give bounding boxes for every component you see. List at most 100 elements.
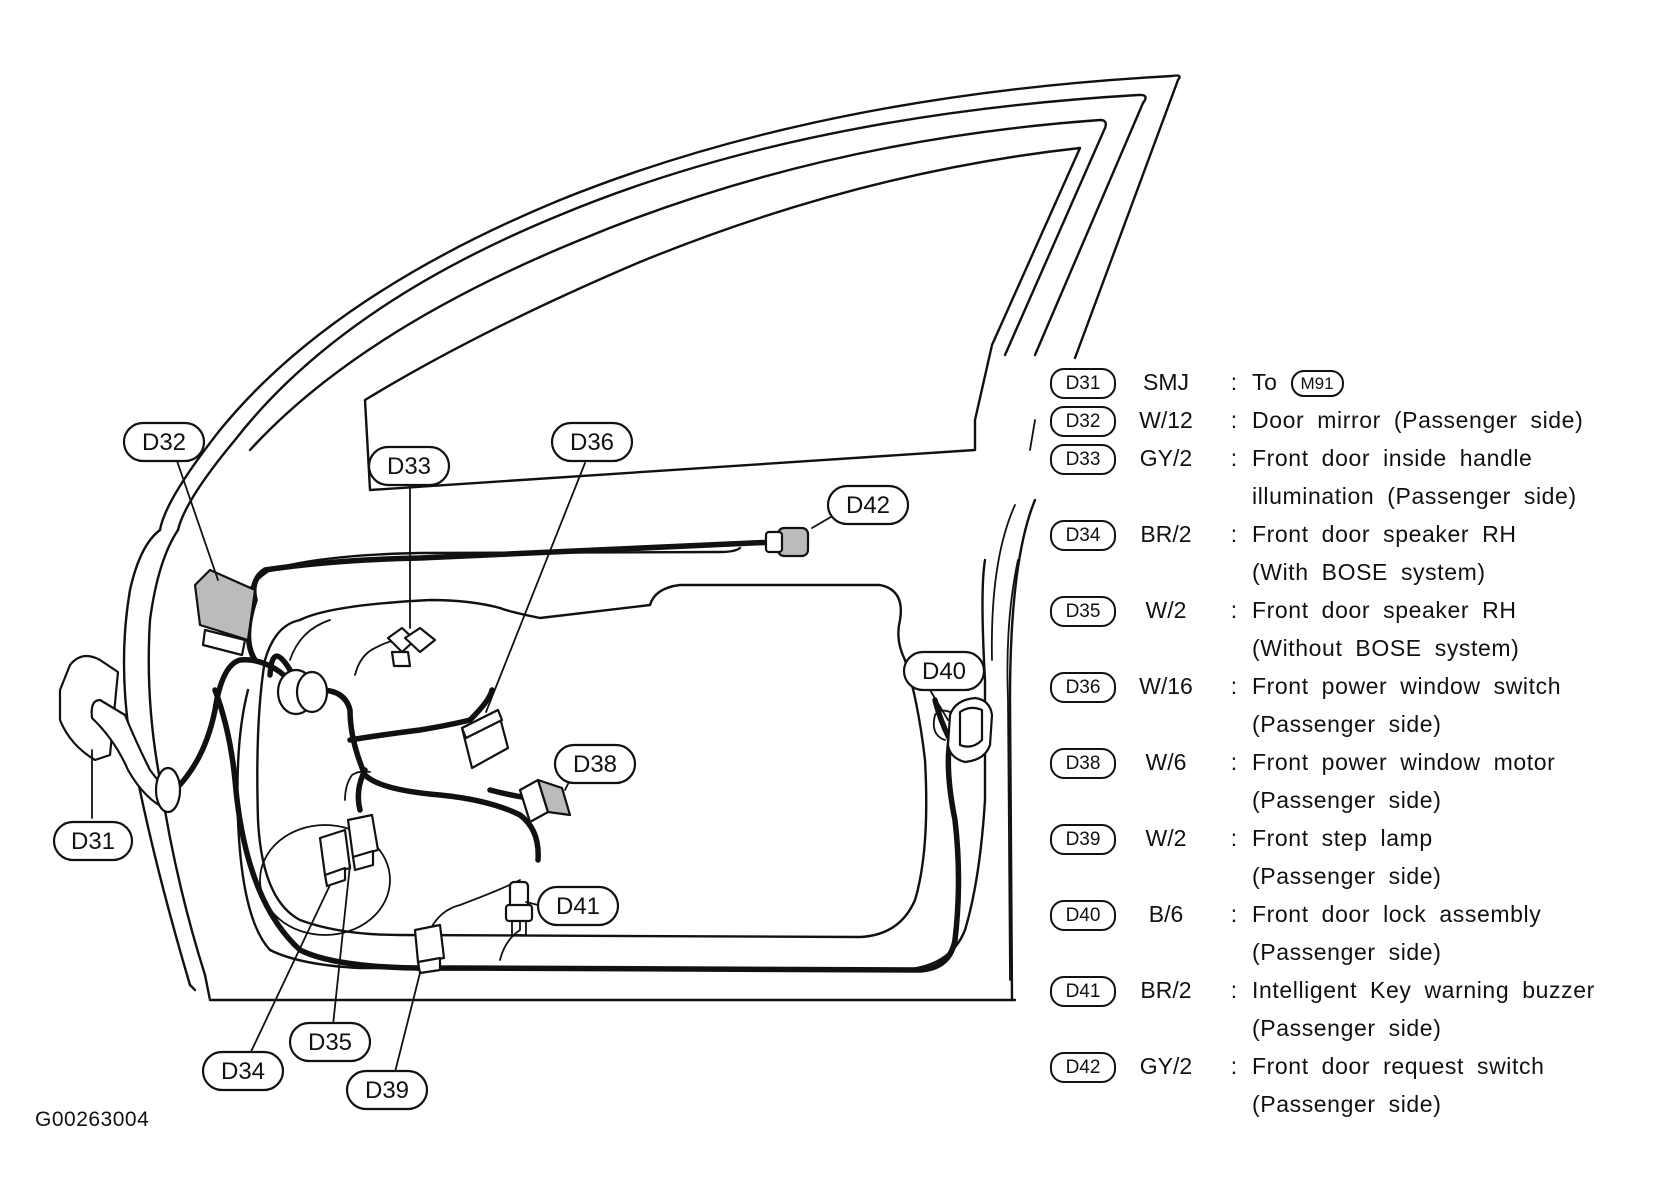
legend-desc-line1: Front door inside handle [1252, 445, 1533, 471]
svg-text:D42: D42 [846, 492, 890, 519]
legend-code: D35 [1050, 596, 1116, 627]
svg-text:D35: D35 [308, 1029, 352, 1056]
legend-wire: W/6 [1145, 749, 1187, 775]
legend-code: D42 [1050, 1052, 1116, 1083]
legend-desc: Door mirror (Passenger side) [1252, 407, 1584, 433]
svg-text:D39: D39 [365, 1077, 409, 1104]
legend-code: D40 [1050, 900, 1116, 931]
connector-legend: D31 SMJ : To M91 D32 W/12 : Door mirror … [1050, 368, 1650, 1128]
svg-text:D41: D41 [556, 893, 600, 920]
legend-desc-text: To [1252, 369, 1278, 395]
legend-ref-badge: M91 [1290, 370, 1344, 398]
connector-d36-body [460, 708, 510, 770]
legend-code: D38 [1050, 748, 1116, 779]
legend-desc-line2: (Passenger side) [1252, 787, 1442, 813]
svg-text:D32: D32 [142, 429, 186, 456]
legend-code: D39 [1050, 824, 1116, 855]
legend-desc: Front door request switch(Passenger side… [1252, 1047, 1545, 1123]
svg-text:D36: D36 [570, 429, 614, 456]
legend-wire: B/6 [1148, 901, 1184, 927]
svg-text:D38: D38 [573, 751, 617, 778]
legend-desc-line2: (Passenger side) [1252, 863, 1442, 889]
connector-d41-body [504, 880, 534, 936]
legend-code: D33 [1050, 444, 1116, 475]
legend-colon: : [1230, 521, 1238, 547]
callout-d31: D31 [52, 820, 134, 862]
callout-d42: D42 [826, 484, 910, 526]
legend-row-d34: D34 BR/2 : Front door speaker RH(With BO… [1050, 520, 1650, 596]
leader-lines [91, 457, 949, 1073]
legend-desc-line1: Front step lamp [1252, 825, 1433, 851]
door-outline [122, 74, 1181, 1002]
callout-d39: D39 [345, 1069, 429, 1111]
callout-d41: D41 [536, 885, 620, 927]
legend-desc: Front power window motor(Passenger side) [1252, 743, 1555, 819]
legend-colon: : [1230, 673, 1238, 699]
legend-colon: : [1230, 977, 1238, 1003]
legend-desc-line2: (Passenger side) [1252, 711, 1442, 737]
connector-d38-body [518, 778, 572, 824]
svg-text:D40: D40 [922, 658, 966, 685]
connector-d42-body [764, 526, 810, 558]
legend-row-d40: D40 B/6 : Front door lock assembly (Passe… [1050, 900, 1650, 976]
callout-d32: D32 [122, 421, 206, 463]
legend-desc-line1: Front door request switch [1252, 1053, 1545, 1079]
legend-desc-line2: (Passenger side) [1252, 939, 1442, 965]
legend-code: D32 [1050, 406, 1116, 437]
legend-colon: : [1230, 901, 1238, 927]
legend-wire: W/2 [1145, 597, 1187, 623]
callout-d36: D36 [550, 421, 634, 463]
legend-desc-line1: Front door lock assembly [1252, 901, 1542, 927]
legend-wire: GY/2 [1139, 1053, 1193, 1079]
connector-d40-body [932, 696, 994, 764]
legend-code: D41 [1050, 976, 1116, 1007]
legend-desc-line1: Front door speaker RH [1252, 521, 1517, 547]
legend-wire: W/16 [1139, 673, 1193, 699]
connector-d34-body [318, 828, 352, 888]
callout-d34: D34 [201, 1050, 285, 1092]
legend-code: D36 [1050, 672, 1116, 703]
speaker-grommet [276, 668, 329, 716]
callout-d35: D35 [288, 1021, 372, 1063]
legend-row-d39: D39 W/2 : Front step lamp(Passenger side… [1050, 824, 1650, 900]
legend-desc-line2: illumination (Passenger side) [1252, 483, 1577, 509]
connector-d31-body [58, 654, 182, 814]
legend-desc: Front power window switch (Passenger side… [1252, 667, 1561, 743]
legend-row-d38: D38 W/6 : Front power window motor(Passe… [1050, 748, 1650, 824]
legend-desc-line2: (Passenger side) [1252, 1015, 1442, 1041]
legend-desc: Front door speaker RH (With BOSE system) [1252, 515, 1517, 591]
legend-row-d36: D36 W/16 : Front power window switch (Pas… [1050, 672, 1650, 748]
legend-row-d35: D35 W/2 : Front door speaker RH(Without … [1050, 596, 1650, 672]
legend-desc-line1: Front power window switch [1252, 673, 1562, 699]
legend-desc: Front door inside handle illumination (Pa… [1252, 439, 1577, 515]
callout-d40: D40 [902, 650, 986, 692]
legend-desc: Front step lamp (Passenger side) [1252, 819, 1441, 895]
legend-desc-line2: (Without BOSE system) [1252, 635, 1520, 661]
connector-d32-body [193, 568, 257, 657]
legend-colon: : [1230, 1053, 1238, 1079]
legend-row-d41: D41 BR/2 : Intelligent Key warning buzze… [1050, 976, 1650, 1052]
legend-wire: BR/2 [1140, 977, 1192, 1003]
legend-colon: : [1230, 445, 1238, 471]
legend-colon: : [1230, 407, 1238, 433]
legend-desc-line1: Front door speaker RH [1252, 597, 1517, 623]
legend-wire: W/12 [1139, 407, 1193, 433]
legend-colon: : [1230, 369, 1238, 395]
legend-wire: SMJ [1143, 369, 1189, 395]
legend-desc: To M91 [1252, 363, 1344, 401]
connector-d33-body [386, 626, 437, 668]
figure-id: G00263004 [35, 1108, 150, 1131]
legend-row-d32: D32 W/12 : Door mirror (Passenger side) [1050, 406, 1650, 444]
legend-desc-line1: Intelligent Key warning buzzer [1252, 977, 1595, 1003]
callout-d38: D38 [553, 743, 637, 785]
legend-wire: BR/2 [1140, 521, 1192, 547]
legend-colon: : [1230, 749, 1238, 775]
svg-text:D31: D31 [71, 828, 115, 855]
svg-text:D33: D33 [387, 453, 431, 480]
legend-desc-line2: (With BOSE system) [1252, 559, 1486, 585]
legend-row-d42: D42 GY/2 : Front door request switch(Pas… [1050, 1052, 1650, 1128]
svg-text:D34: D34 [221, 1058, 265, 1085]
legend-desc: Front door lock assembly (Passenger side) [1252, 895, 1541, 971]
